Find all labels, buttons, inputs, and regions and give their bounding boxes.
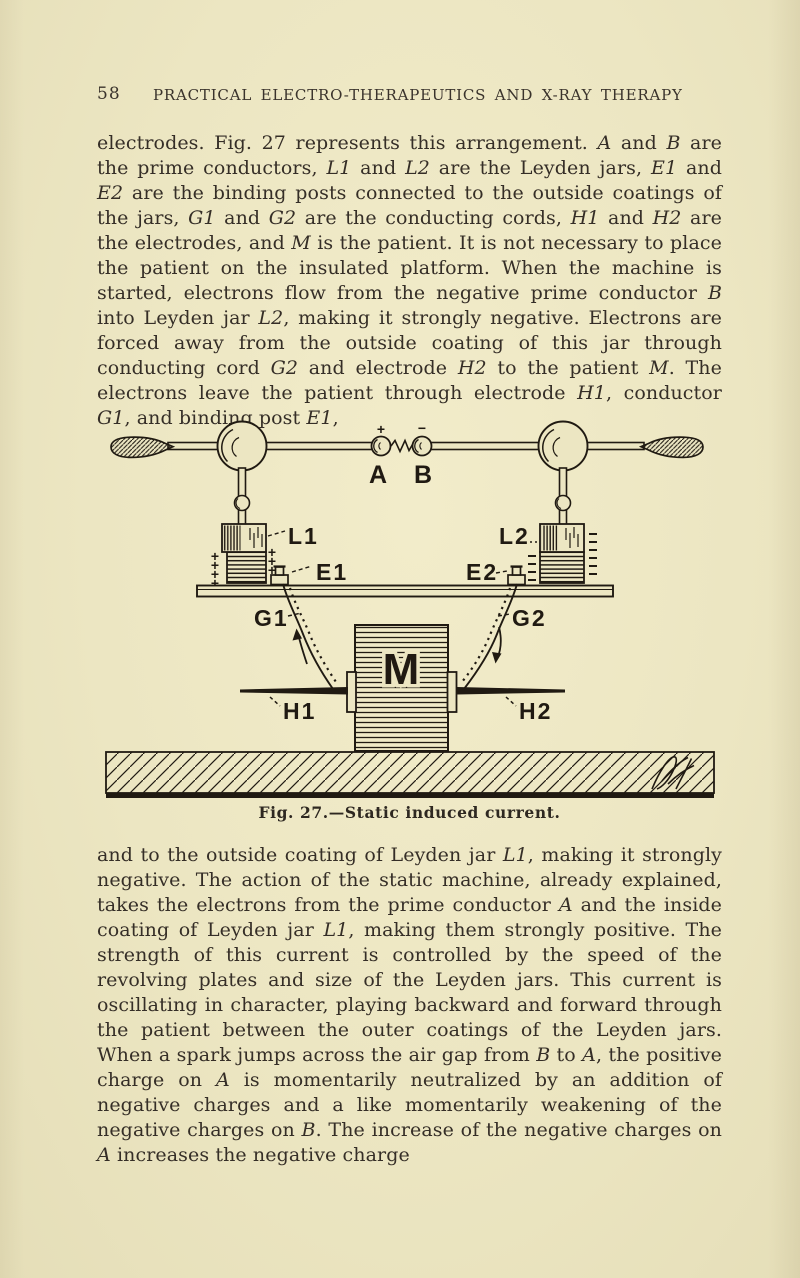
right-rod-ball [554,494,572,512]
plus-sign: + [211,557,219,573]
label-m: M [383,645,420,694]
figure-27-diagram: + A − B [105,420,715,798]
leyden-jar-1-group: + + + + + + + L1 [211,523,319,591]
patient-body [354,624,449,752]
static-machine-top-assembly: + A − B [110,420,704,527]
rod-right [583,441,645,451]
post-e2-base [507,574,526,586]
label-e1: E1 [316,559,348,585]
label-g2: G2 [512,605,547,631]
ground-group [105,751,715,798]
minus-sign: − [418,420,426,436]
plus-sign: + [211,566,219,582]
jar1-outer-coating [226,551,267,584]
running-header: 58 PRACTICAL ELECTRO-THERAPEUTICS AND X-… [97,84,722,106]
electrode-h1-bar [240,687,348,695]
post-e1-knob [274,566,285,576]
binding-post-e1-group: E1 [270,559,348,586]
cord-g1-fringe [288,587,337,683]
jar1-inner-coating [223,525,241,551]
patient-right-plate [446,671,458,713]
label-h1: H1 [283,698,316,724]
post-e2-knob [511,566,522,576]
engraver-monogram-icon [651,756,695,790]
left-sphere [216,420,268,472]
paragraph-2: and to the outside coating of Leyden jar… [97,844,723,1166]
terminal-a-group: + A [369,421,392,489]
electrode-h2-group: H2 [457,687,565,724]
spark-gap-icon [390,438,415,454]
plus-sign: + [377,421,385,437]
cord-g2-fringe [461,587,512,683]
left-rod-ball [233,494,251,512]
label-a: A [369,461,389,489]
rod-b-to-sphere [429,441,543,451]
plus-sign: + [268,544,276,560]
plus-sign: + [211,548,219,564]
jar2-outer-coating [539,551,585,584]
label-g1: G1 [254,605,289,631]
jar2-minus-marks [528,533,597,581]
platform [196,584,614,598]
electrode-h1-group: H1 [240,687,348,724]
plus-sign: + [211,575,219,591]
right-handle-icon [638,436,704,459]
label-e2: E2 [466,559,498,585]
plus-sign: + [268,553,276,569]
page-number: 58 [97,84,121,104]
ground-hatch [106,752,714,793]
left-handle-icon [110,436,176,459]
cord-g2-group: G2 [461,583,547,690]
ground-base-bar [106,792,714,798]
cord-g2 [463,583,518,690]
label-h2: H2 [519,698,552,724]
label-l2: L2 [499,523,530,549]
plus-sign: + [268,562,276,578]
right-sphere [537,420,589,472]
running-title: PRACTICAL ELECTRO-THERAPEUTICS AND X-RAY… [153,86,683,104]
paragraph-1: electrodes. Fig. 27 represents this arra… [97,132,723,429]
terminal-b-group: − B [411,420,434,489]
patient-m-group: M [346,624,458,752]
label-b: B [414,461,434,489]
post-e1-base [270,574,289,586]
figure-caption: Fig. 27.—Static induced current. [258,803,561,822]
current-arrow-up-icon [292,628,308,665]
leyden-jar-2-group: L2 [499,523,597,584]
cord-g1-group: G1 [254,583,337,690]
patient-left-plate [346,671,357,713]
jar2-inner-coating [541,525,559,551]
label-l1: L1 [288,523,319,549]
cord-g1 [282,583,334,690]
rod-sphere-to-a [259,441,373,451]
binding-post-e2-group: E2 [466,559,526,586]
current-arrow-down-icon [492,626,502,664]
electrode-h2-bar [457,687,565,695]
